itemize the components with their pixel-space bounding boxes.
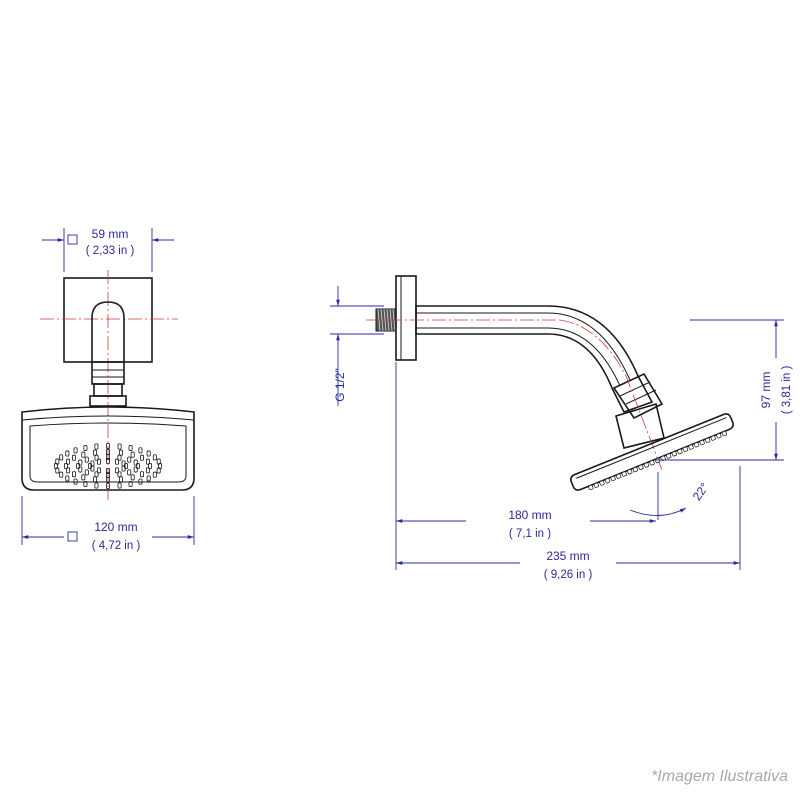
square-symbol-icon bbox=[67, 234, 78, 245]
dim-59mm-in: ( 2,33 in ) bbox=[86, 245, 135, 257]
dim-180mm-mm: 180 mm bbox=[508, 508, 551, 522]
dim-235mm-mm: 235 mm bbox=[546, 549, 589, 563]
dimension-angle: 22° bbox=[629, 472, 712, 520]
arm-front bbox=[89, 301, 127, 407]
front-view: 59 mm ( 2,33 in ) bbox=[21, 227, 195, 552]
dim-120mm-mm: 120 mm bbox=[94, 520, 137, 534]
showerhead-front bbox=[21, 406, 195, 491]
dim-120mm-in: ( 4,72 in ) bbox=[92, 540, 141, 552]
thread-label: G 1/2" bbox=[333, 368, 347, 402]
dimension-59mm: 59 mm ( 2,33 in ) bbox=[42, 227, 174, 272]
dimension-180mm: 180 mm ( 7,1 in ) bbox=[395, 362, 656, 570]
dim-97mm-in: ( 3,81 in ) bbox=[781, 366, 793, 415]
dimension-thread: G 1/2" bbox=[330, 286, 384, 406]
showerhead-side bbox=[570, 413, 734, 491]
angle-label: 22° bbox=[690, 480, 712, 503]
dimension-120mm: 120 mm ( 4,72 in ) bbox=[21, 496, 195, 552]
dim-180mm-in: ( 7,1 in ) bbox=[509, 528, 551, 540]
dim-97mm-mm: 97 mm bbox=[759, 372, 773, 409]
dim-59mm-mm: 59 mm bbox=[92, 227, 129, 241]
side-view: G 1/2" bbox=[330, 275, 793, 581]
nozzle-pattern-front bbox=[54, 442, 162, 489]
dimension-97mm: 97 mm ( 3,81 in ) bbox=[656, 319, 793, 461]
illustrative-caption: *Imagem Ilustrativa bbox=[651, 768, 788, 785]
dim-235mm-in: ( 9,26 in ) bbox=[544, 569, 593, 581]
wall-flange-side bbox=[395, 275, 417, 361]
dimension-235mm: 235 mm ( 9,26 in ) bbox=[396, 466, 741, 581]
square-symbol-icon bbox=[67, 531, 78, 542]
